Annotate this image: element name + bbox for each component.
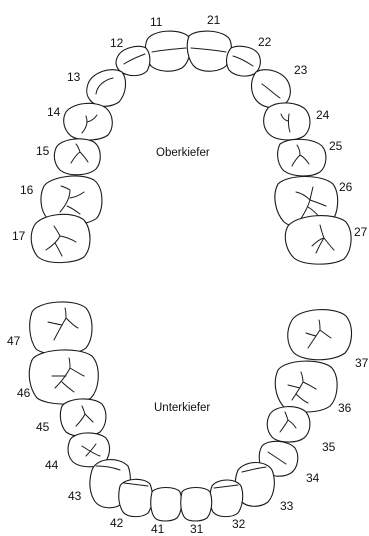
- tooth-number-27: 27: [354, 225, 368, 239]
- tooth-number-33: 33: [280, 499, 294, 513]
- tooth-46[interactable]: [28, 349, 99, 405]
- tooth-11[interactable]: [144, 30, 191, 72]
- tooth-15[interactable]: [53, 138, 101, 176]
- upper-jaw-label: Oberkiefer: [156, 147, 210, 159]
- tooth-12[interactable]: [115, 45, 151, 77]
- tooth-number-14: 14: [47, 105, 61, 119]
- tooth-number-46: 46: [17, 386, 31, 400]
- tooth-16[interactable]: [40, 175, 103, 226]
- tooth-42[interactable]: [118, 478, 153, 518]
- tooth-number-17: 17: [12, 229, 26, 243]
- tooth-17[interactable]: [30, 213, 91, 264]
- tooth-number-31: 31: [190, 522, 204, 536]
- tooth-45[interactable]: [59, 398, 107, 438]
- tooth-number-47: 47: [7, 334, 21, 348]
- tooth-23[interactable]: [250, 69, 291, 109]
- tooth-number-41: 41: [151, 522, 165, 536]
- tooth-37[interactable]: [287, 309, 353, 361]
- tooth-47[interactable]: [29, 301, 93, 356]
- tooth-22[interactable]: [226, 45, 261, 77]
- tooth-number-13: 13: [67, 70, 81, 84]
- tooth-number-25: 25: [329, 139, 343, 153]
- tooth-number-35: 35: [322, 440, 336, 454]
- tooth-number-23: 23: [294, 63, 308, 77]
- upper-jaw: [30, 30, 352, 265]
- tooth-32[interactable]: [209, 479, 244, 518]
- tooth-number-34: 34: [306, 471, 320, 485]
- tooth-number-32: 32: [232, 517, 246, 531]
- tooth-24[interactable]: [263, 102, 311, 141]
- lower-jaw: [28, 301, 353, 522]
- tooth-27[interactable]: [284, 215, 352, 265]
- lower-jaw-label: Unterkiefer: [154, 402, 210, 414]
- tooth-number-42: 42: [110, 516, 124, 530]
- tooth-35[interactable]: [266, 406, 311, 443]
- tooth-21[interactable]: [186, 30, 232, 72]
- tooth-41[interactable]: [150, 486, 183, 522]
- tooth-number-11: 11: [150, 15, 163, 29]
- tooth-31[interactable]: [180, 486, 213, 522]
- tooth-36[interactable]: [274, 360, 338, 413]
- tooth-number-36: 36: [338, 401, 352, 415]
- tooth-13[interactable]: [86, 69, 127, 107]
- tooth-number-26: 26: [339, 180, 353, 194]
- tooth-14[interactable]: [63, 102, 113, 141]
- tooth-number-24: 24: [316, 108, 330, 122]
- tooth-number-15: 15: [36, 144, 50, 158]
- tooth-number-37: 37: [355, 356, 369, 370]
- tooth-number-44: 44: [45, 458, 59, 472]
- tooth-25[interactable]: [277, 138, 327, 177]
- tooth-number-43: 43: [68, 489, 82, 503]
- tooth-number-22: 22: [258, 35, 272, 49]
- tooth-number-21: 21: [207, 13, 221, 27]
- tooth-number-16: 16: [20, 183, 34, 197]
- tooth-number-45: 45: [36, 420, 50, 434]
- tooth-number-12: 12: [110, 36, 124, 50]
